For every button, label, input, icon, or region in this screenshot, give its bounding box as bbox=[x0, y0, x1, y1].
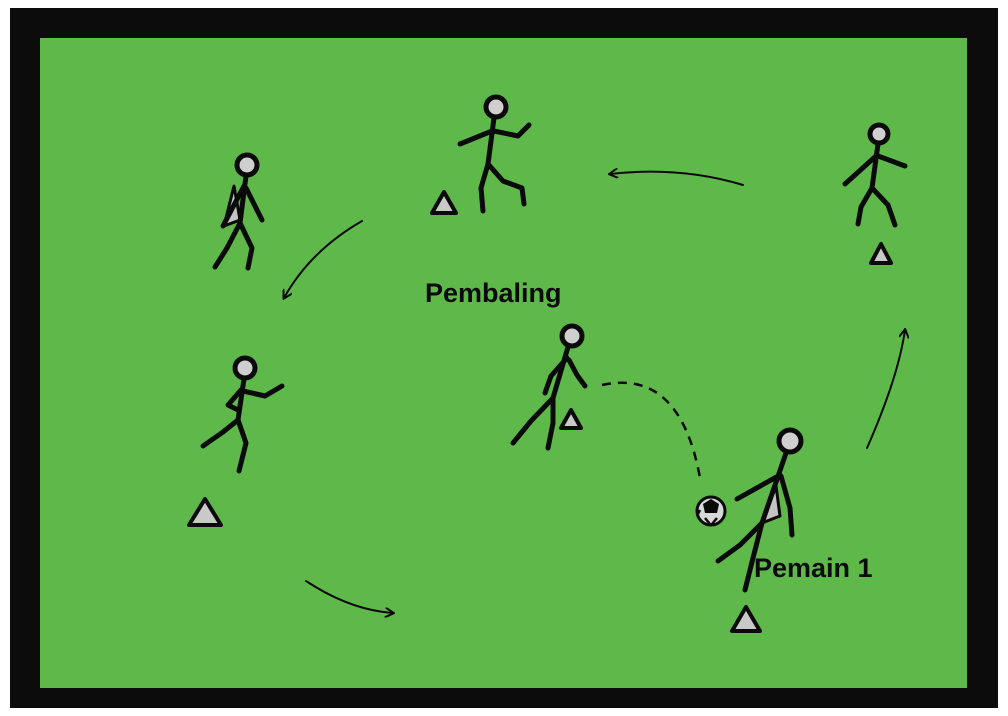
cone-marker-icon bbox=[869, 242, 893, 265]
arrow-bottom-left-right bbox=[305, 580, 393, 613]
arrow-top-right-to-top-center bbox=[610, 172, 744, 186]
player-left-middle bbox=[200, 355, 285, 474]
ball-icon bbox=[695, 495, 727, 527]
player-top-right bbox=[842, 122, 908, 228]
player-1 bbox=[715, 427, 804, 593]
cone-marker-icon bbox=[559, 408, 583, 430]
player-thrower bbox=[510, 323, 588, 451]
thrower-label: Pembaling bbox=[425, 278, 562, 308]
arrow-bottom-right-up bbox=[866, 330, 905, 449]
cone-marker-icon bbox=[430, 190, 458, 215]
field-drawing bbox=[187, 94, 967, 633]
player-1-label: Pemain 1 bbox=[754, 553, 873, 583]
dashed-ball-path bbox=[601, 381, 702, 479]
cone-marker-icon bbox=[730, 605, 762, 633]
playing-field: Pembaling Pemain 1 bbox=[40, 38, 967, 688]
picture-frame: Pembaling Pemain 1 bbox=[10, 8, 998, 708]
player-top-left bbox=[212, 152, 265, 271]
arrow-top-left-down bbox=[284, 220, 363, 298]
player-top-center bbox=[457, 94, 532, 214]
cone-marker-icon bbox=[187, 497, 223, 527]
